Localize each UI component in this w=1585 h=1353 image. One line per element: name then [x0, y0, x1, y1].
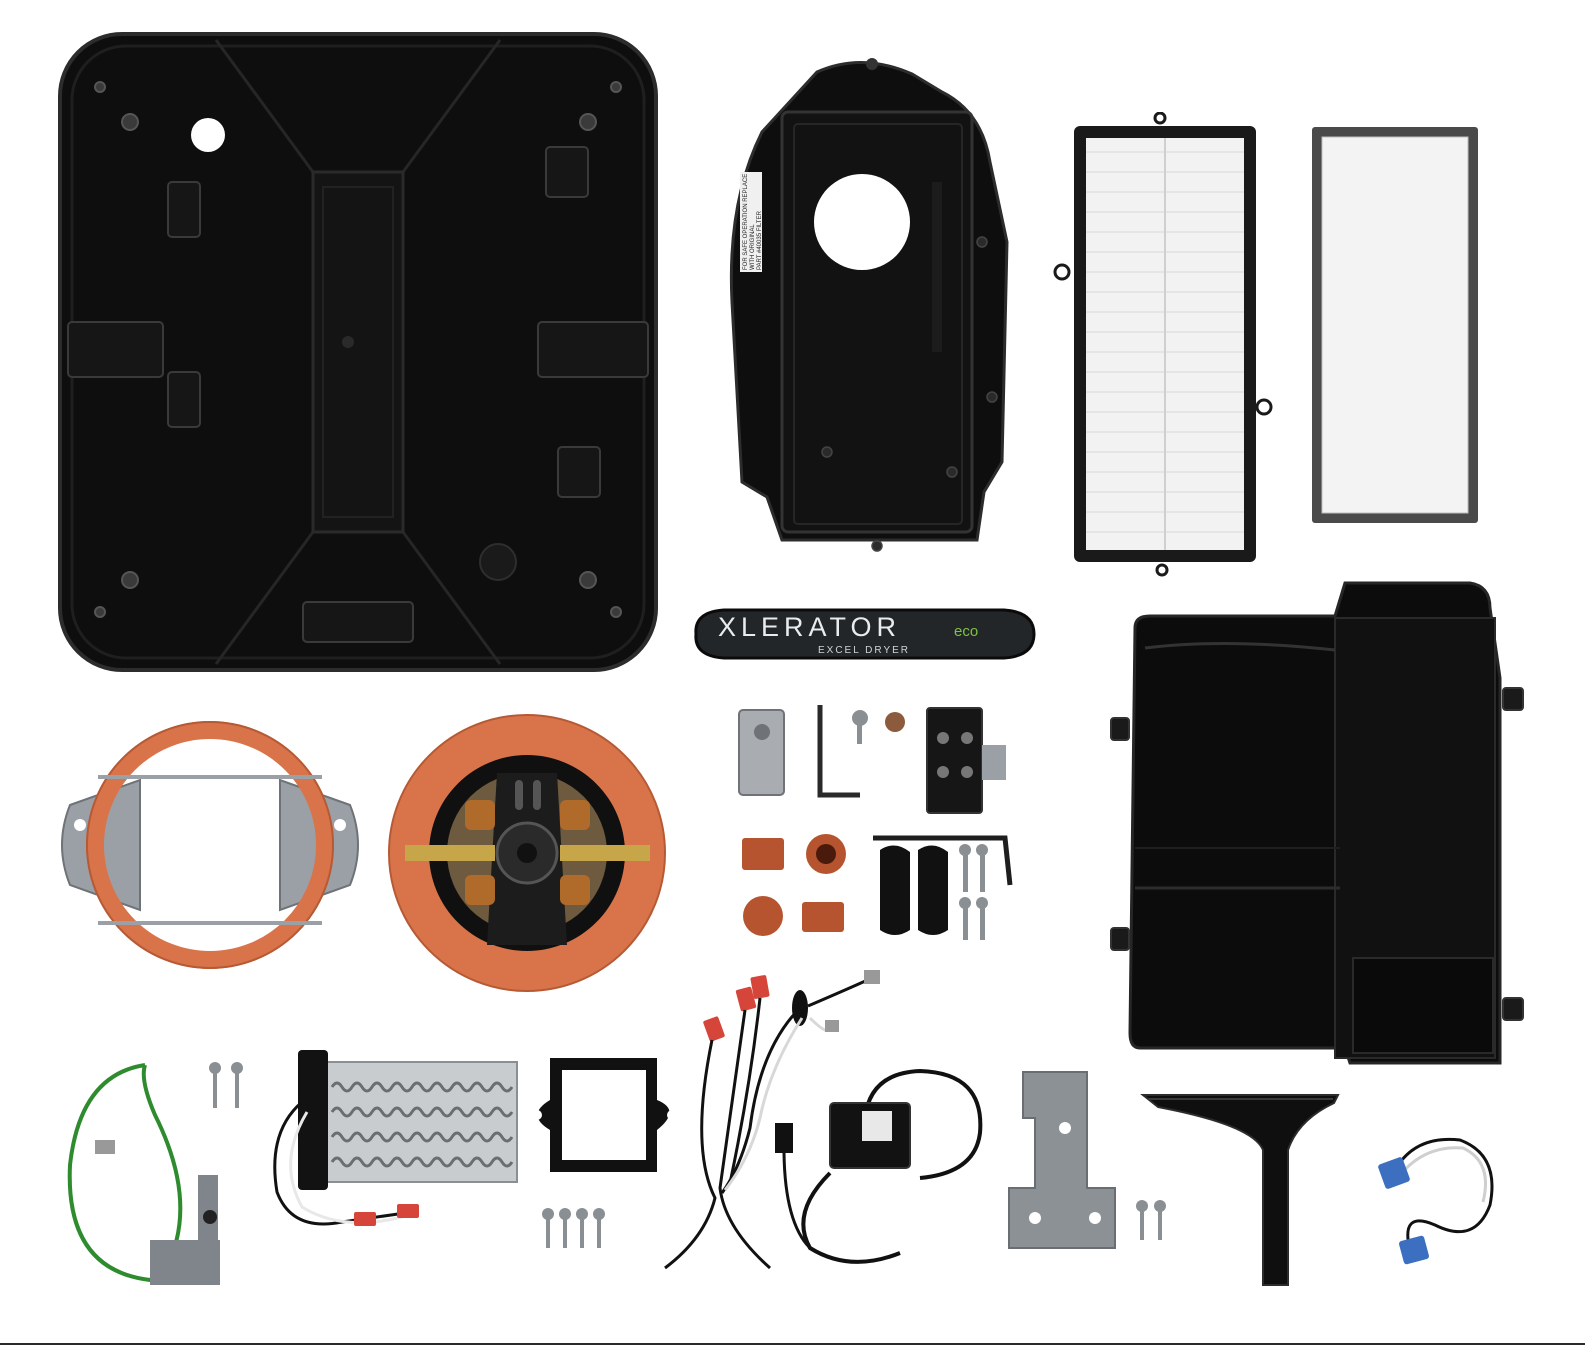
nozzle: [1138, 1085, 1348, 1295]
fan-housing: FOR SAFE OPERATION REPLACE WITH ORIGINAL…: [722, 52, 1022, 552]
screws-bracket: [1132, 1200, 1172, 1245]
housing-warning-label: FOR SAFE OPERATION REPLACE WITH ORIGINAL…: [743, 173, 763, 270]
badge-subtitle: EXCEL DRYER: [817, 645, 911, 656]
back-plate: [58, 32, 658, 672]
thermostat-lead: [1375, 1130, 1505, 1270]
sensor-module: [770, 1063, 990, 1268]
gasket-ring: [50, 720, 370, 970]
rubber-grommets: [738, 830, 853, 940]
metal-bracket: [1005, 1068, 1120, 1253]
screws-row: [540, 1208, 610, 1253]
screws-pair: [205, 1062, 250, 1112]
ground-wire: [60, 1055, 240, 1295]
badge-eco-text: eco: [954, 623, 979, 640]
mesh-filter: [1310, 125, 1480, 525]
heater-element: [262, 1042, 527, 1242]
mounting-hardware: [735, 700, 1025, 945]
bottom-rule: [0, 1343, 1585, 1345]
xlerator-badge: XLERATOR eco EXCEL DRYER: [684, 604, 1044, 664]
hepa-filter: [1050, 112, 1278, 582]
wire-harness: [650, 968, 890, 1273]
badge-brand-text: XLERATOR: [718, 612, 902, 642]
motor-cover: [1105, 578, 1535, 1068]
square-gasket: [522, 1050, 687, 1180]
motor-assembly: [385, 705, 670, 1000]
